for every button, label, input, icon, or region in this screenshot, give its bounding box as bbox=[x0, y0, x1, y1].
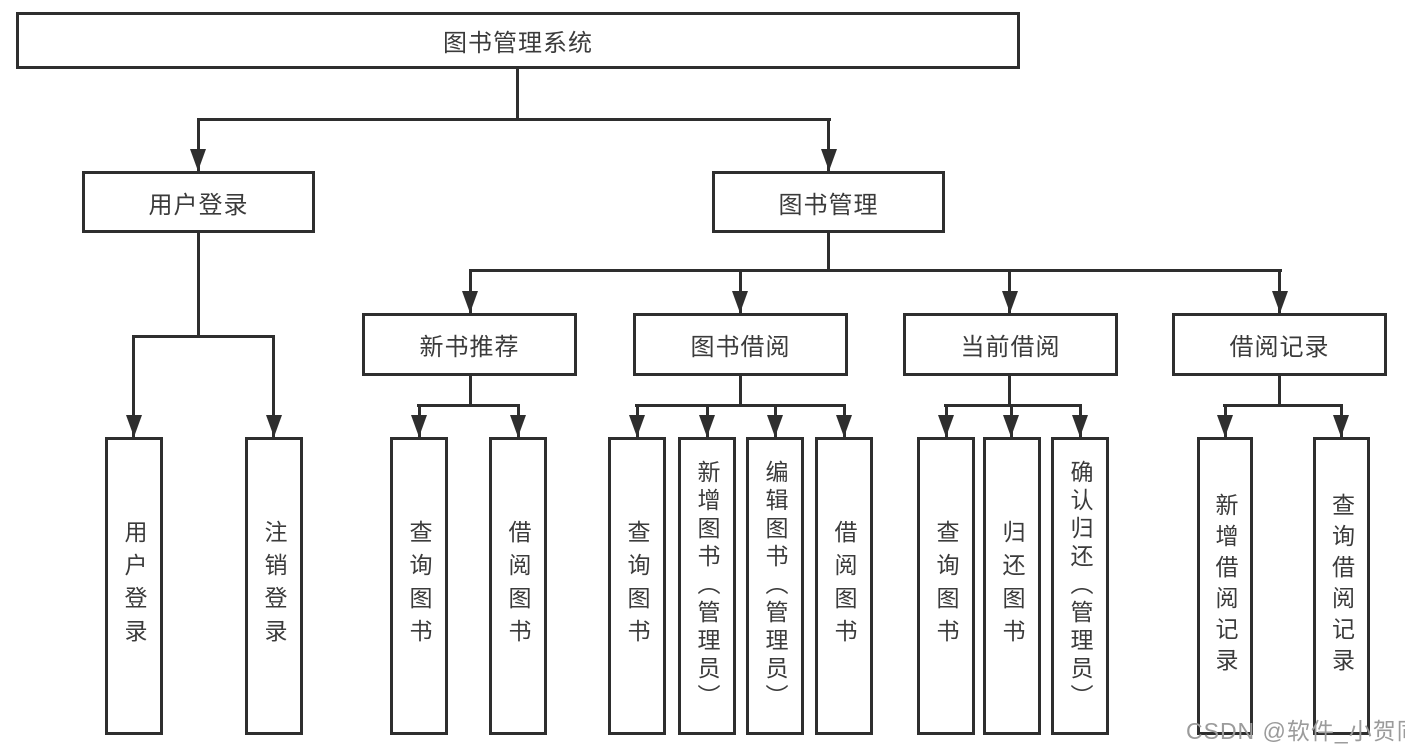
node-book-mgmt: 图书管理 bbox=[712, 171, 945, 233]
connector-userlogin-trunk bbox=[197, 231, 200, 337]
arrow-to-bb-edit bbox=[767, 415, 783, 437]
connector-bookmgmt-trunk bbox=[827, 231, 830, 272]
connector-currentborrow-trunk bbox=[1008, 375, 1011, 407]
leaf-cb-confirm: 确认归还（管理员） bbox=[1051, 437, 1109, 735]
leaf-nb-borrow: 借阅图书 bbox=[489, 437, 547, 735]
connector-root-stem-right bbox=[827, 118, 830, 171]
connector-currentborrow-bar bbox=[944, 404, 1082, 407]
leaf-nb-borrow-label: 借阅图书 bbox=[505, 520, 531, 652]
leaf-cb-return-label: 归还图书 bbox=[999, 520, 1025, 652]
leaf-bb-edit: 编辑图书（管理员） bbox=[746, 437, 804, 735]
leaf-bb-add: 新增图书（管理员） bbox=[678, 437, 736, 735]
connector-userlogin-stem-2 bbox=[272, 335, 275, 437]
arrow-to-book-borrow bbox=[732, 291, 748, 313]
arrow-to-login bbox=[126, 415, 142, 437]
arrow-to-bb-query bbox=[629, 415, 645, 437]
leaf-login-label: 用户登录 bbox=[121, 520, 147, 652]
leaf-cb-query: 查询图书 bbox=[917, 437, 975, 735]
arrow-to-logout bbox=[266, 415, 282, 437]
arrow-to-book-mgmt bbox=[821, 149, 837, 171]
leaf-login: 用户登录 bbox=[105, 437, 163, 735]
arrow-to-bb-add bbox=[699, 415, 715, 437]
leaf-bb-add-label: 新增图书（管理员） bbox=[694, 460, 720, 712]
arrow-to-borrow-record bbox=[1272, 291, 1288, 313]
arrow-to-nb-query bbox=[411, 415, 427, 437]
leaf-bb-edit-label: 编辑图书（管理员） bbox=[762, 460, 788, 712]
connector-root-stem-left bbox=[197, 118, 200, 171]
arrow-to-cb-return bbox=[1003, 415, 1019, 437]
connector-borrowrecord-bar bbox=[1223, 404, 1343, 407]
node-current-borrow: 当前借阅 bbox=[903, 313, 1118, 376]
leaf-bb-query: 查询图书 bbox=[608, 437, 666, 735]
arrow-to-cb-query bbox=[938, 415, 954, 437]
leaf-br-add: 新增借阅记录 bbox=[1197, 437, 1253, 735]
connector-userlogin-stem-1 bbox=[132, 335, 135, 437]
arrow-to-user-login bbox=[190, 149, 206, 171]
leaf-br-query: 查询借阅记录 bbox=[1313, 437, 1370, 735]
leaf-cb-confirm-label: 确认归还（管理员） bbox=[1067, 460, 1093, 712]
connector-newbook-trunk bbox=[469, 375, 472, 407]
leaf-cb-return: 归还图书 bbox=[983, 437, 1041, 735]
leaf-bb-borrow: 借阅图书 bbox=[815, 437, 873, 735]
leaf-br-add-label: 新增借阅记录 bbox=[1212, 493, 1238, 679]
arrow-to-current-borrow bbox=[1002, 291, 1018, 313]
leaf-bb-borrow-label: 借阅图书 bbox=[831, 520, 857, 652]
node-borrow-record: 借阅记录 bbox=[1172, 313, 1387, 376]
node-user-login: 用户登录 bbox=[82, 171, 315, 233]
node-root: 图书管理系统 bbox=[16, 12, 1020, 69]
arrow-to-br-query bbox=[1333, 415, 1349, 437]
node-book-borrow: 图书借阅 bbox=[633, 313, 848, 376]
csdn-watermark: CSDN @软件_小贺同学 bbox=[1186, 718, 1405, 744]
arrow-to-br-add bbox=[1217, 415, 1233, 437]
connector-bookmgmt-bar bbox=[469, 269, 1282, 272]
leaf-nb-query: 查询图书 bbox=[390, 437, 448, 735]
arrow-to-cb-confirm bbox=[1072, 415, 1088, 437]
node-new-book: 新书推荐 bbox=[362, 313, 577, 376]
connector-borrowrecord-trunk bbox=[1278, 375, 1281, 407]
leaf-nb-query-label: 查询图书 bbox=[406, 520, 432, 652]
arrow-to-nb-borrow bbox=[510, 415, 526, 437]
leaf-br-query-label: 查询借阅记录 bbox=[1328, 493, 1355, 679]
connector-root-trunk bbox=[516, 68, 519, 120]
connector-userlogin-bar bbox=[133, 335, 275, 338]
connector-bookborrow-trunk bbox=[739, 375, 742, 407]
leaf-cb-query-label: 查询图书 bbox=[933, 520, 959, 652]
connector-bookborrow-bar bbox=[635, 404, 846, 407]
connector-newbook-bar bbox=[417, 404, 520, 407]
arrow-to-new-book bbox=[462, 291, 478, 313]
leaf-bb-query-label: 查询图书 bbox=[624, 520, 650, 652]
connector-root-bar bbox=[197, 118, 831, 121]
arrow-to-bb-borrow bbox=[836, 415, 852, 437]
leaf-logout: 注销登录 bbox=[245, 437, 303, 735]
leaf-logout-label: 注销登录 bbox=[261, 520, 287, 652]
